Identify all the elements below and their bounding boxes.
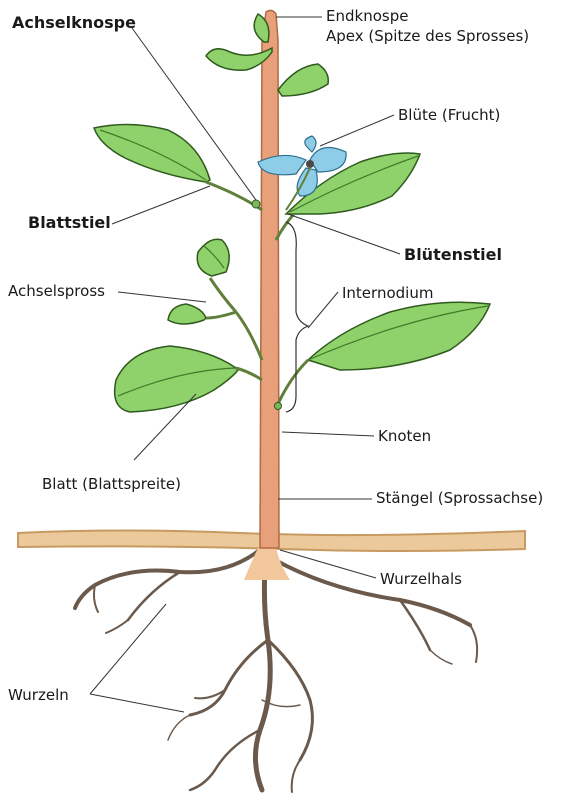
label-knoten: Knoten: [378, 427, 431, 445]
label-bluete: Blüte (Frucht): [398, 106, 500, 124]
leaves: [94, 14, 490, 412]
label-wurzelhals: Wurzelhals: [380, 570, 462, 588]
label-bluetenstiel: Blütenstiel: [404, 246, 502, 264]
label-apex: Apex (Spitze des Sprosses): [326, 27, 529, 45]
label-endknospe: Endknospe: [326, 7, 408, 25]
main-stem: [260, 10, 279, 548]
label-blattstiel: Blattstiel: [28, 214, 111, 232]
label-staengel: Stängel (Sprossachse): [376, 489, 543, 507]
label-internodium: Internodium: [342, 284, 433, 302]
label-achselspross: Achselspross: [8, 282, 105, 300]
label-wurzeln: Wurzeln: [8, 686, 69, 704]
label-blatt: Blatt (Blattspreite): [42, 475, 181, 493]
node-bud: [275, 403, 282, 410]
axillary-bud: [252, 200, 260, 208]
label-achselknospe: Achselknospe: [12, 14, 136, 32]
